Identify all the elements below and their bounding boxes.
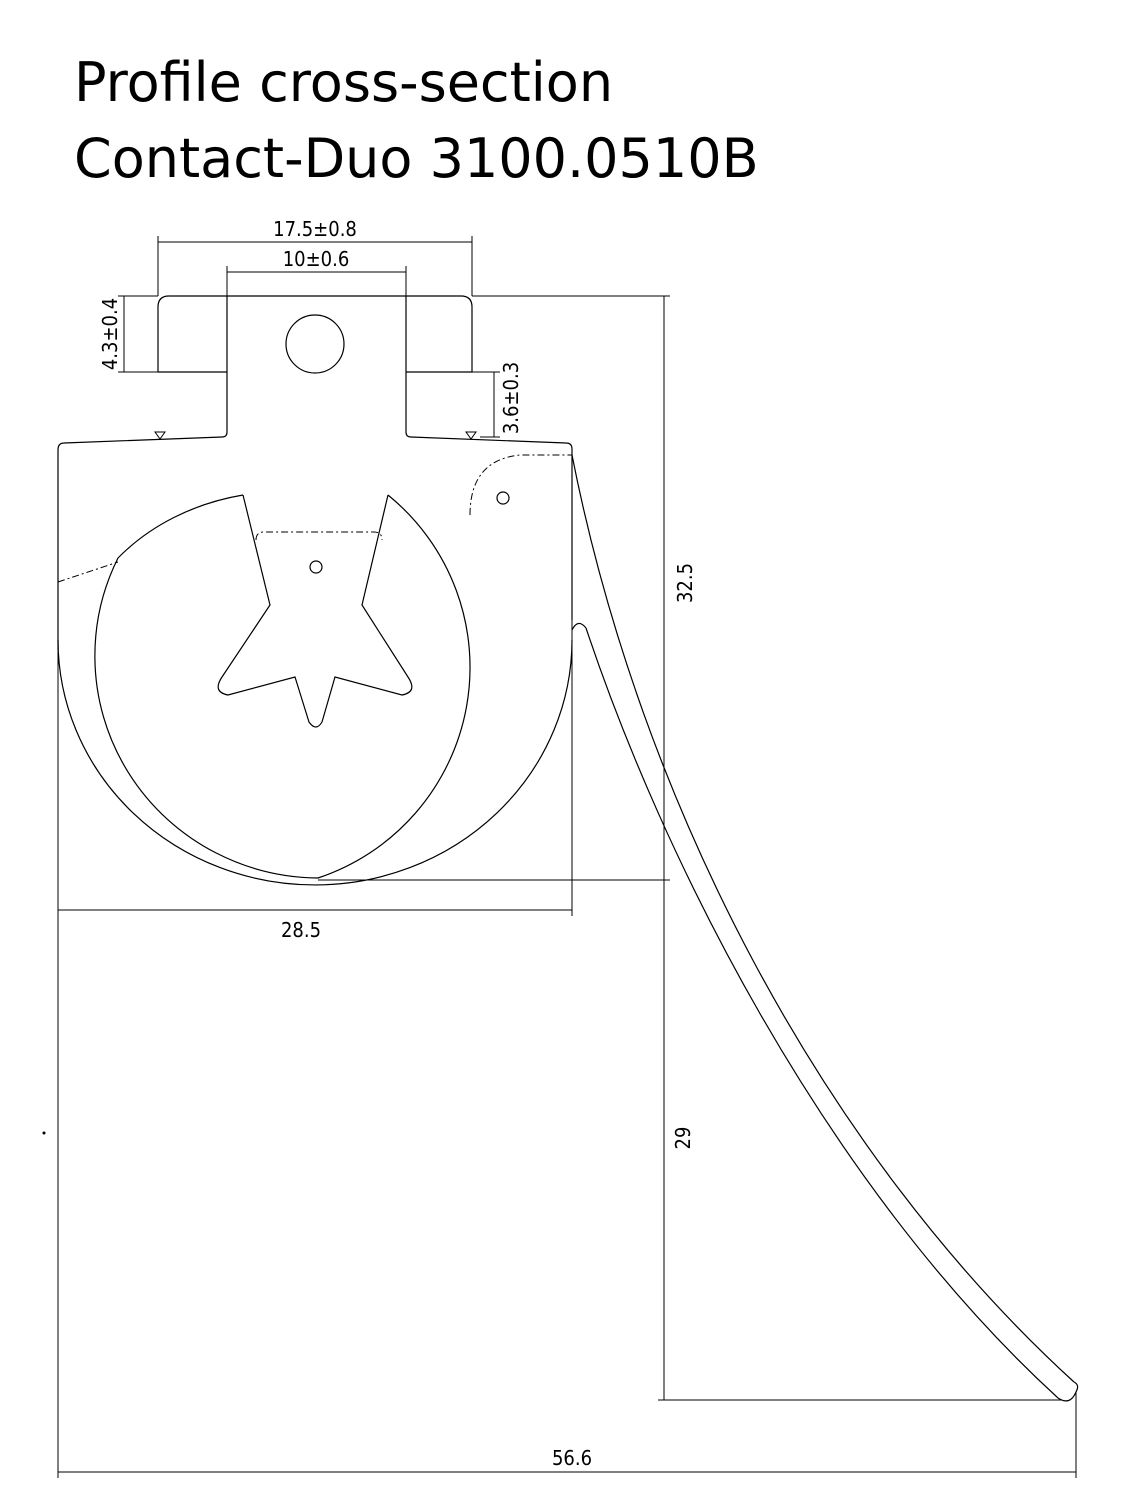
label-flange-height: 4.3±0.4 bbox=[98, 298, 122, 370]
label-fin-drop: 29 bbox=[671, 1127, 695, 1150]
circular-body-outer bbox=[57, 639, 573, 886]
fin-root bbox=[571, 622, 587, 631]
circular-body-inner bbox=[94, 494, 471, 879]
dim-body-height bbox=[318, 295, 670, 882]
dim-top-flange-width bbox=[157, 236, 473, 296]
label-top-flange-width: 17.5±0.8 bbox=[273, 217, 357, 241]
dim-flange-height bbox=[118, 295, 158, 373]
label-base-width: 28.5 bbox=[281, 918, 321, 942]
left-hinge-dashed bbox=[57, 561, 119, 583]
tongue-outline bbox=[217, 494, 413, 728]
mounting-hole bbox=[285, 314, 345, 374]
title-line-1: Profile cross-section bbox=[74, 51, 614, 114]
fin-outer-curve bbox=[571, 454, 1075, 1383]
top-flange-outline bbox=[157, 295, 473, 373]
dim-overall-width bbox=[57, 916, 1077, 1478]
title-line-2: Contact-Duo 3100.0510B bbox=[74, 127, 759, 190]
tongue-top-dashed bbox=[255, 531, 383, 541]
label-neck-height: 3.6±0.3 bbox=[499, 362, 523, 434]
neck-outline bbox=[57, 296, 228, 650]
hinge-pin-hole bbox=[496, 491, 510, 505]
neck-right-outline bbox=[405, 296, 573, 620]
dim-fin-drop bbox=[658, 882, 1062, 1401]
fin-tip bbox=[1057, 1381, 1079, 1402]
right-hinge-dashed bbox=[469, 454, 572, 516]
surface-mark-left bbox=[154, 431, 166, 440]
surface-mark-right bbox=[465, 431, 477, 440]
fin-inner-curve bbox=[585, 627, 1059, 1399]
label-neck-width: 10±0.6 bbox=[283, 247, 350, 271]
dim-neck-width bbox=[226, 266, 407, 296]
dim-neck-height bbox=[472, 371, 500, 438]
dim-base-width bbox=[57, 620, 573, 916]
tongue-pin-hole bbox=[309, 560, 323, 574]
stray-dot bbox=[42, 1131, 46, 1135]
label-overall-width: 56.6 bbox=[552, 1446, 592, 1470]
label-body-height: 32.5 bbox=[673, 563, 697, 603]
